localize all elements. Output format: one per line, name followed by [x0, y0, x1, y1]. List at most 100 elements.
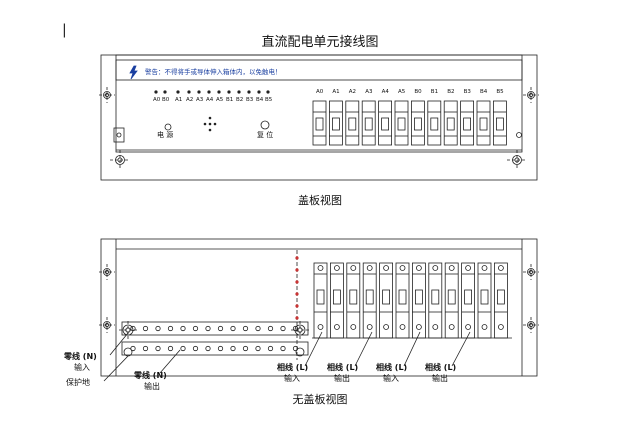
breaker-label: B3 — [463, 89, 471, 95]
breaker-label: A4 — [381, 89, 389, 95]
ground-label: 保护地 — [66, 378, 90, 387]
no-cover-view-caption: 无盖板视图 — [292, 393, 348, 406]
breaker-top-screw — [383, 265, 390, 271]
led-label: A4 — [206, 97, 214, 103]
leader-line — [354, 331, 373, 367]
breaker-bottom-screw — [350, 324, 357, 330]
breaker-top-screw — [415, 265, 422, 271]
breaker-bottom-screw — [415, 324, 422, 330]
led-label: B3 — [246, 97, 254, 103]
breaker-body — [361, 100, 376, 146]
breaker-body — [312, 100, 327, 146]
breaker-label: A5 — [398, 89, 406, 95]
terminal-screw — [180, 325, 186, 332]
breaker-toggle — [430, 117, 439, 131]
led-label: A0 — [153, 97, 161, 103]
leader-line — [103, 355, 129, 382]
terminal-screw — [230, 325, 236, 332]
breaker-toggle — [348, 117, 357, 131]
breaker-bottom-screw — [366, 324, 373, 330]
breaker-label: B4 — [480, 89, 488, 95]
breaker-toggle — [446, 117, 455, 131]
breaker-body — [328, 100, 343, 146]
led-label: A1 — [175, 97, 183, 103]
cover-view-caption: 盖板视图 — [298, 194, 342, 207]
breaker-top-screw — [399, 265, 406, 271]
vent-dot — [208, 122, 212, 126]
vent-dot — [203, 122, 207, 126]
phase-sub-label-3: 输入 — [383, 374, 399, 383]
terminal-screw — [205, 345, 211, 352]
breaker-body — [492, 100, 507, 146]
diagram-title: 直流配电单元接线图 — [261, 35, 379, 50]
breaker-toggle — [431, 289, 440, 305]
neutral-output-label: 零线 (N) — [134, 371, 167, 380]
terminal-screw — [180, 345, 186, 352]
leader-line — [159, 349, 181, 374]
terminal-screw — [267, 325, 274, 332]
breaker-top-screw — [366, 265, 373, 271]
terminal-screw — [255, 325, 261, 332]
breaker-bottom-screw — [333, 324, 340, 330]
leader-line — [403, 331, 421, 367]
led-indicator — [197, 90, 201, 94]
terminal-strip-bottom — [121, 341, 309, 356]
led-indicator — [187, 90, 191, 94]
breaker-top-screw — [465, 265, 472, 271]
phase-sub-label-2: 输出 — [334, 374, 350, 383]
breaker-bottom-screw — [481, 324, 488, 330]
warning-strip — [115, 59, 523, 81]
center-marker — [295, 280, 299, 284]
phase-sub-label-4: 输出 — [432, 374, 448, 383]
terminal-screw — [280, 325, 286, 332]
power-lamp — [164, 123, 172, 131]
phase-label-1: 相线 (L) — [277, 363, 309, 372]
terminal-screw — [192, 325, 199, 332]
breaker-body — [460, 100, 475, 146]
terminal-screw — [255, 345, 261, 352]
breaker-toggle — [398, 289, 407, 305]
breaker-toggle — [480, 289, 489, 305]
breaker-top-screw — [350, 265, 357, 271]
breaker-toggle — [382, 289, 391, 305]
breaker-body — [410, 100, 425, 146]
center-marker — [295, 268, 299, 272]
breaker-label: B2 — [447, 89, 455, 95]
breaker-label: B1 — [430, 89, 439, 95]
phase-label-3: 相线 (L) — [376, 363, 408, 372]
breaker-top-screw — [481, 265, 488, 271]
breaker-bottom-screw — [448, 324, 455, 330]
led-indicator — [176, 90, 180, 94]
led-label: A3 — [196, 97, 204, 103]
breaker-toggle — [496, 289, 505, 305]
breaker-top-screw — [317, 265, 324, 271]
lightning-icon — [129, 65, 138, 80]
breaker-toggle — [316, 289, 325, 305]
breaker-toggle — [464, 289, 473, 305]
breaker-top-screw — [333, 265, 340, 271]
terminal-screw — [230, 345, 236, 352]
breaker-toggle — [479, 117, 488, 131]
input-stud-right-circle — [294, 324, 306, 336]
breaker-label: B0 — [414, 89, 422, 95]
led-label: A5 — [216, 97, 224, 103]
led-indicator — [237, 90, 241, 94]
warning-text: 警告：不得将手或导体伸入箱体内，以免触电！ — [145, 68, 282, 76]
led-indicator — [163, 90, 167, 94]
vent-dot — [208, 128, 212, 132]
breaker-toggle — [463, 117, 472, 131]
ground-lug-hole — [116, 132, 122, 138]
terminal-screw — [155, 345, 161, 352]
breaker-toggle — [349, 289, 358, 305]
input-stud-left-circle — [122, 324, 134, 336]
terminal-screw — [292, 325, 299, 332]
breaker-toggle — [397, 117, 406, 131]
led-label: B5 — [265, 97, 273, 103]
phase-label-4: 相线 (L) — [425, 363, 457, 372]
reset-screw — [516, 132, 522, 138]
breaker-label: A1 — [332, 89, 340, 95]
terminal-screw — [217, 345, 224, 352]
terminal-screw — [130, 345, 136, 352]
center-marker — [295, 304, 299, 308]
